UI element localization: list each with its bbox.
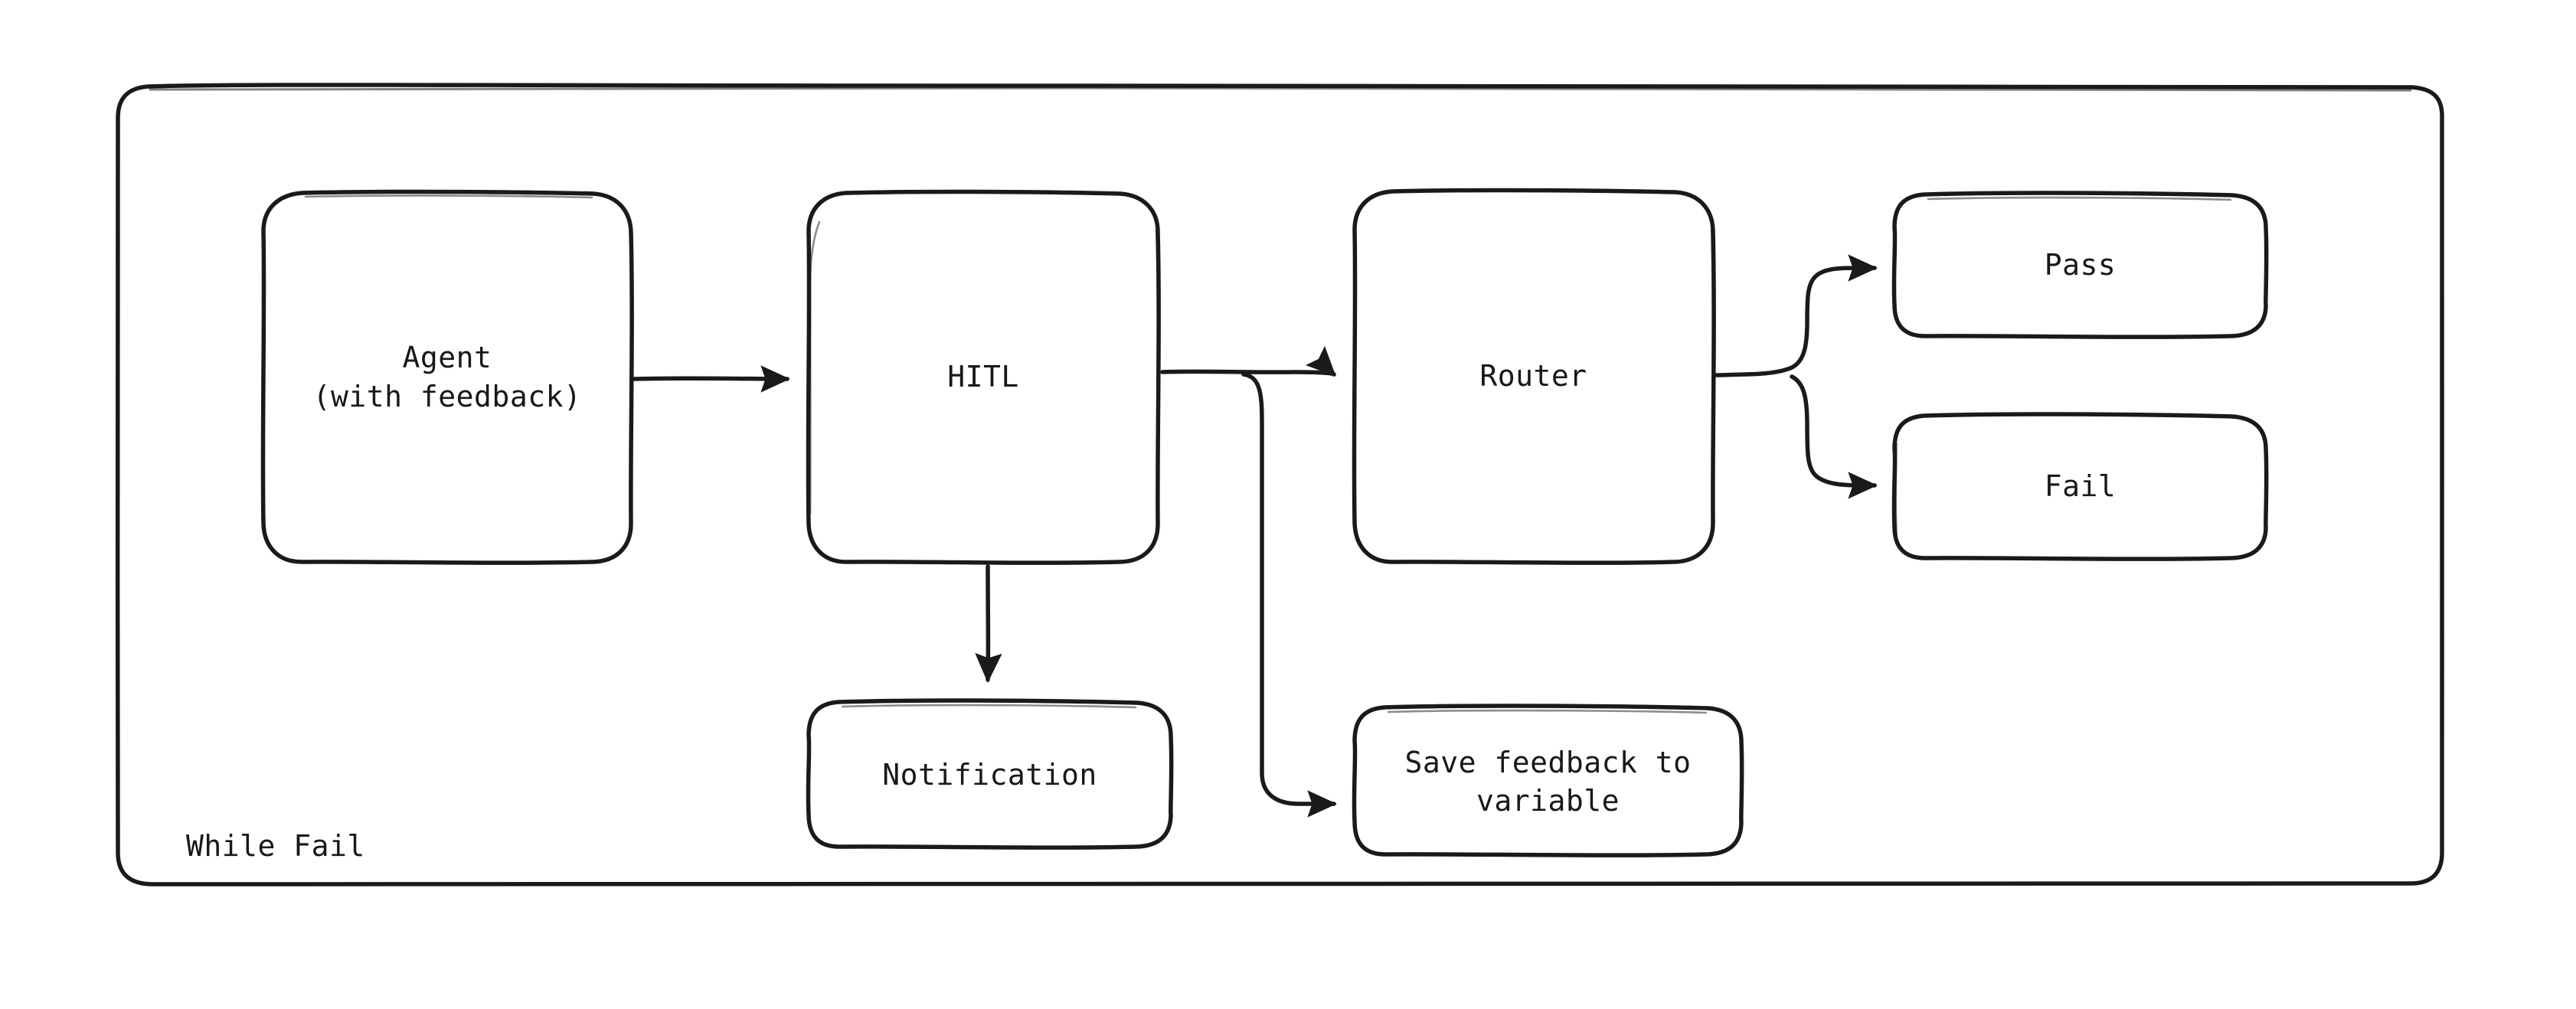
node-shape-fail (1891, 412, 2269, 561)
edge-router-to-fail (1790, 374, 1878, 499)
group-label-while-fail: While Fail (186, 829, 365, 863)
node-shape-agent (260, 189, 634, 565)
node-shape-save-feedback (1352, 704, 1744, 857)
node-shape-pass (1891, 191, 2269, 339)
node-shape-hitl (806, 189, 1161, 565)
node-shape-notification (806, 698, 1174, 850)
edge-hitl-to-save-feedback (1241, 372, 1337, 818)
edge-agent-to-hitl (632, 365, 790, 393)
edge-router-to-pass (1715, 254, 1878, 377)
edge-hitl-to-router (1160, 346, 1336, 377)
node-shape-router (1352, 188, 1716, 565)
